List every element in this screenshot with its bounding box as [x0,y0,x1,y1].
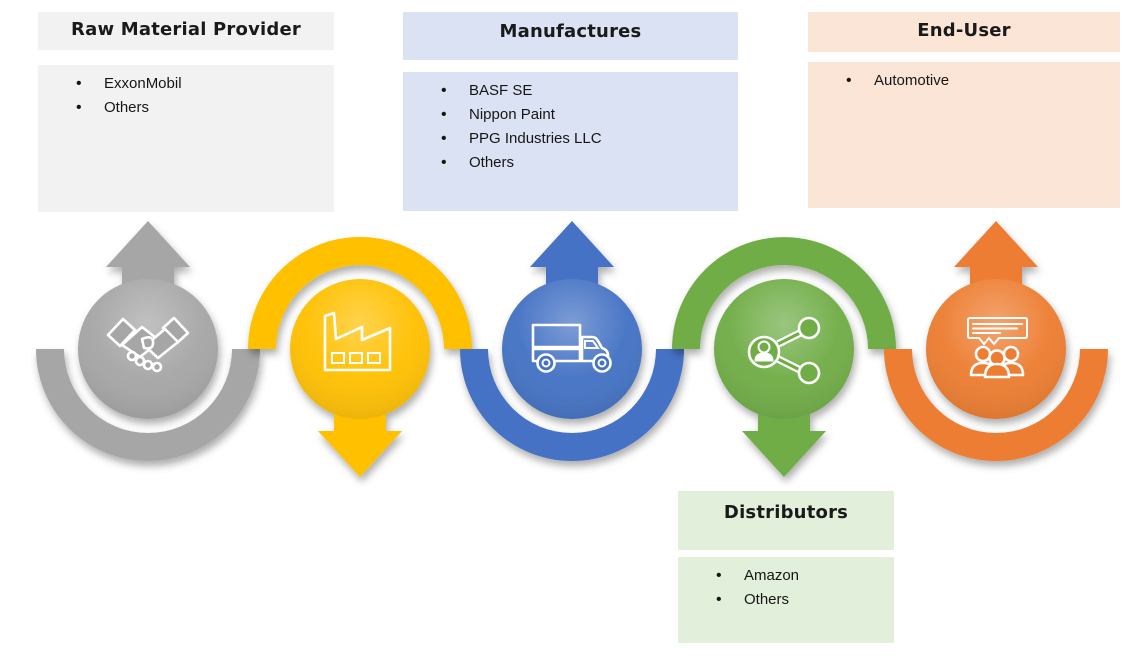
wave-arc [884,349,1108,461]
stage-factory [248,237,472,477]
distributors-title: Distributors [723,502,849,523]
stage-manufactures [460,221,684,461]
list-item: Automotive [844,69,1114,92]
list-item: Others [439,151,732,174]
manufactures-header: Manufactures [403,12,738,60]
wave-arc [460,349,684,461]
distributors-header: Distributors [678,491,894,550]
end-user-list: Automotive [808,62,1120,208]
wave-arc [36,349,260,461]
circle-shine [926,279,1066,419]
end-user-title: End-User [917,20,1011,41]
manufactures-title: Manufactures [499,21,642,42]
circle-shine [714,279,854,419]
list-item: PPG Industries LLC [439,127,732,150]
share-icon [747,316,821,385]
factory-icon [323,311,392,372]
stage-raw-material-provider [36,221,260,461]
wave-arc [672,237,896,349]
end-user-header: End-User [808,12,1120,52]
stage-distributors [672,237,896,477]
list-item: BASF SE [439,79,732,102]
circle-shine [290,279,430,419]
manufactures-list: BASF SENippon PaintPPG Industries LLCOth… [403,72,738,211]
list-item: Others [74,96,328,119]
list-item: ExxonMobil [74,72,328,95]
list-item: Nippon Paint [439,103,732,126]
distributors-list: AmazonOthers [678,557,894,643]
truck-icon [531,323,612,373]
stage-end-user [884,221,1108,461]
wave-arc [248,237,472,349]
people-presentation-icon [967,317,1028,379]
list-item: Others [714,588,888,611]
raw-material-provider-header: Raw Material Provider [38,12,334,50]
raw-material-provider-title: Raw Material Provider [71,19,301,40]
handshake-icon [106,316,190,373]
list-item: Amazon [714,564,888,587]
raw-material-provider-list: ExxonMobilOthers [38,65,334,212]
